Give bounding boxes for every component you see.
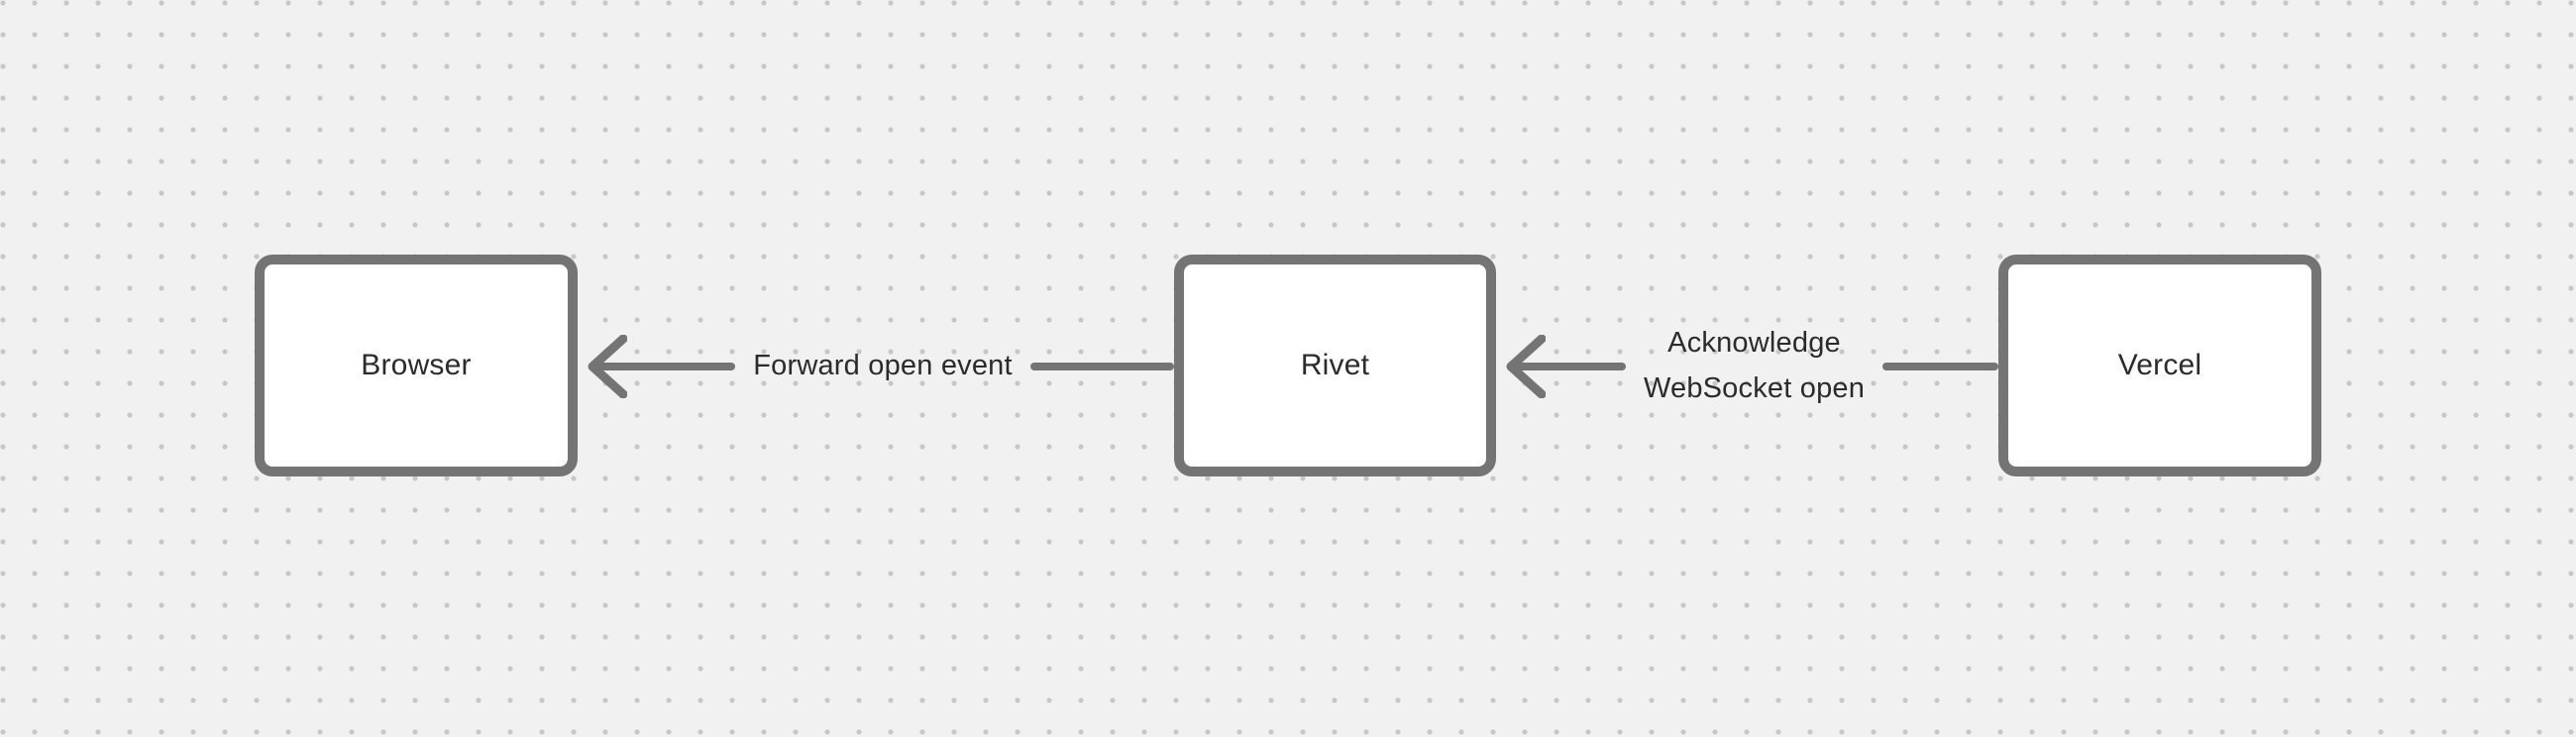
edge-line-segment: [1029, 363, 1174, 370]
edge-label-forward-open-event: Forward open event: [753, 350, 1013, 382]
edge-line-segment: [1510, 363, 1626, 370]
edge-rivet-to-browser: Forward open event: [588, 335, 1174, 398]
edge-vercel-to-rivet: Acknowledge WebSocket open: [1506, 327, 1999, 404]
edge-line-segment: [1882, 363, 1999, 370]
node-vercel: Vercel: [1998, 255, 2321, 476]
node-rivet-label: Rivet: [1300, 349, 1370, 381]
arrow-left-icon: [1506, 335, 1546, 398]
node-browser: Browser: [255, 255, 578, 476]
arrow-left-icon: [588, 335, 627, 398]
node-browser-label: Browser: [361, 349, 472, 381]
node-vercel-label: Vercel: [2117, 349, 2202, 381]
node-rivet: Rivet: [1174, 255, 1496, 476]
edge-label-acknowledge-websocket-open: Acknowledge WebSocket open: [1643, 327, 1866, 404]
edge-line-segment: [591, 363, 736, 370]
